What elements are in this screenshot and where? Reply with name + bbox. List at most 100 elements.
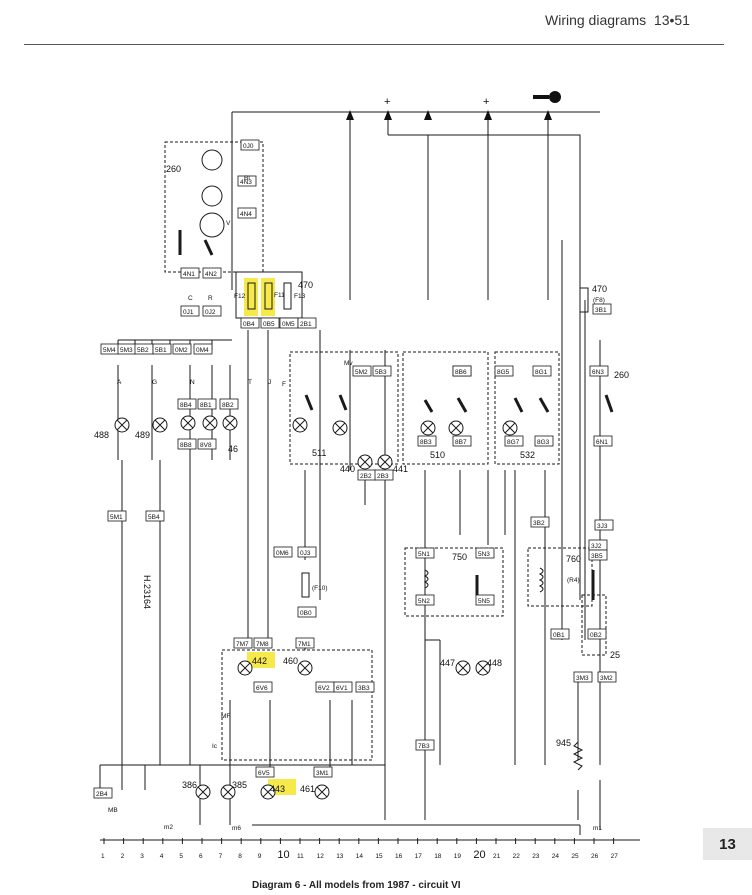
component-number: 460 [283,656,298,666]
connector: 3B2 [530,516,550,528]
connector: 4N1 [180,267,200,279]
wire-colour-label: N [190,379,195,386]
lamp-icon [114,417,130,433]
connector: 0B0 [297,606,317,618]
connector: 0J0 [240,139,260,151]
lamp-icon [357,454,373,470]
connector: 6N3 [589,365,609,377]
connector: 5N2 [415,594,435,606]
connector: 5M3 [117,343,137,355]
component-number: 448 [487,658,502,668]
grid-number: 5 [179,853,183,860]
connector-label: 8G7 [507,439,520,446]
connector: 3B1 [592,303,612,315]
ignition-key-icon [533,91,561,103]
connector: 2B2 [357,469,377,481]
connector: 3B3 [355,681,375,693]
lamp-icon [420,420,436,436]
fuse-symbols [247,282,589,771]
connector: 5B2 [134,343,154,355]
connector-label: 3B3 [358,685,370,692]
connector-label: 7B3 [418,743,430,750]
highlight-fuse-f11 [261,278,275,316]
supply-symbol-1: + [384,96,390,108]
component-number: 385 [232,780,247,790]
connector-label: 5M1 [110,514,123,521]
grid-number: 24 [552,853,560,860]
connector: 7M1 [295,637,315,649]
connector: 7M8 [253,637,273,649]
connector-label: 5B1 [155,347,167,354]
header-divider [24,44,724,45]
component-number: 440 [340,464,355,474]
connector: 8B7 [452,435,472,447]
connector-label: 0B5 [263,321,275,328]
connector-label: 8G3 [537,439,550,446]
connector-label: 5B3 [375,369,387,376]
wire-colour-label: MB [108,807,118,814]
connector-label: 0J1 [183,309,194,316]
connector: 6V2 [315,681,335,693]
component-number: 488 [94,430,109,440]
lamp-icon [202,415,218,431]
connector-label: 0M5 [282,321,295,328]
connector: 3B5 [588,549,608,561]
component-number: 443 [270,784,285,794]
connector: 5N5 [475,594,495,606]
reference-code: H.23164 [142,575,152,609]
wire-colour-label: J [268,379,271,386]
connector: 5B1 [152,343,172,355]
wire-colour-label: V [226,220,231,227]
arrow-up [544,110,552,120]
arrow-up [424,110,432,120]
connector-label: 6V1 [336,685,348,692]
connector: 0J3 [297,546,317,558]
connector-label: 6V5 [258,770,270,777]
connector-label: 0B2 [590,632,602,639]
component-number: 447 [440,658,455,668]
connector: 5N3 [475,547,495,559]
component-number: 46 [228,444,238,454]
grid-number: 14 [356,853,364,860]
connector: 3M3 [573,671,593,683]
connector: 0M5 [279,317,299,329]
diagram-caption: Diagram 6 - All models from 1987 - circu… [252,880,461,891]
component-number: 25 [610,650,620,660]
component-number: 489 [135,430,150,440]
wire-colour-label: m1 [593,825,602,832]
connector: 8B8 [177,438,197,450]
lamp-icon [332,420,348,436]
connector: 2B1 [297,317,317,329]
grid-number: 11 [297,853,304,860]
connector-label: 5M3 [120,347,133,354]
connector: 6V1 [333,681,353,693]
grid-number: 27 [611,853,619,860]
connector-label: 3M3 [576,675,589,682]
connector-label: 7M7 [236,641,249,648]
component-number: 945 [556,738,571,748]
component-number: 760 [566,554,581,564]
connector-label: 7M1 [298,641,311,648]
wire-colour-label: G [152,379,157,386]
lamps [114,415,518,800]
connector: 6V6 [253,681,273,693]
connector: 2B4 [93,787,113,799]
connector: 8G1 [532,365,552,377]
component-number: 470 [298,280,313,290]
connector-label: 3B5 [591,553,603,560]
connector: 4N4 [237,207,257,219]
connector-label: 0J3 [300,550,311,557]
lamp-icon [222,415,238,431]
grid-number: 23 [532,853,540,860]
wire-colour-label: MF [221,713,230,720]
supply-arrows [346,110,552,120]
fuse-f12-label: F12 [234,293,246,300]
connector-label: 3J3 [597,523,608,530]
connector-label: 8B4 [180,402,192,409]
connector-label: 8B8 [180,442,192,449]
connector-label: 8V8 [200,442,212,449]
connector-label: 4N4 [240,211,252,218]
connector: 7M7 [233,637,253,649]
connector: 8G3 [534,435,554,447]
chapter-tab: 13 [703,828,752,860]
